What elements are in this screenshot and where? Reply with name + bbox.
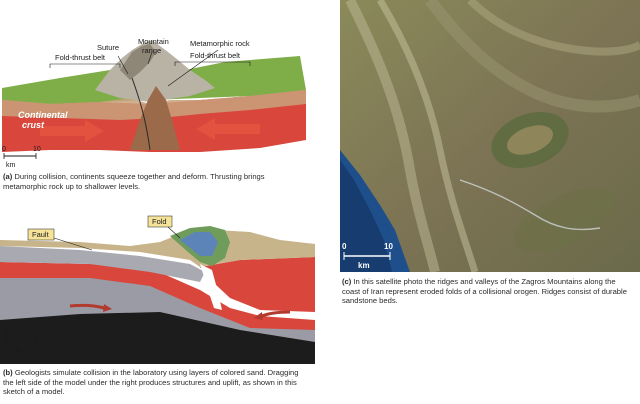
top-sand-cover [0,230,315,267]
fold-label-box [147,215,173,228]
eroded-fold-core [507,125,553,155]
right-flow-arrow [261,310,291,318]
upper-grey-layer [0,246,205,282]
zagros-satellite-image: 0 10 km [340,0,640,274]
fault-label-box [27,228,55,241]
caption-b: (b) Geologists simulate collision in the… [3,368,303,397]
ridge-band-1 [345,0,440,274]
red-layer-right [200,257,315,312]
fold-leader [167,226,181,239]
panel-c-satellite-photo: 0 10 km [340,0,640,274]
caption-a: (a) During collision, continents squeeze… [3,172,303,191]
scale-b-unit: cm [12,347,22,354]
fold-thrust-belt-left-label: Fold-thrust belt [55,53,106,62]
scale-c-unit: km [358,261,370,270]
panel-a-block-diagram: Suture Mountain range Metamorphic rock F… [0,0,315,170]
left-push-arrow [40,120,104,142]
ridge-band-2 [376,0,479,274]
caption-c: (c) In this satellite photo the ridges a… [342,277,632,306]
range-leader [147,51,153,65]
ridge-band-4 [467,0,640,56]
right-push-arrow [196,118,260,140]
continental-crust-line-2: crust [22,120,45,130]
right-flow-arrowhead [254,312,263,320]
caption-b-tag: (b) [3,368,13,377]
panel-b-sand-model: Fault Fold 0 10 cm [0,212,315,364]
collision-block-diagram: Suture Mountain range Metamorphic rock F… [2,37,306,169]
scale-c-ten: 10 [384,242,393,251]
scale-a-zero: 0 [2,146,6,153]
mountain-range-line-2: range [142,46,161,55]
fold-thrust-belt-right-label: Fold-thrust belt [190,51,241,60]
mountain-shadow [120,44,156,80]
southern-fold [514,188,616,252]
fold-zone-blue [180,232,218,256]
sand-model-sketch: Fault Fold 0 10 cm [0,212,315,364]
river [459,179,601,231]
ridge-band-3 [425,0,640,113]
caption-c-tag: (c) [342,277,352,286]
caption-a-text: During collision, continents squeeze tog… [3,172,265,191]
suture-leader [117,55,129,75]
caption-b-text: Geologists simulate collision in the lab… [3,368,299,397]
metamorphic-leader [167,49,219,87]
metamorphic-core [130,86,180,150]
caption-c-text: In this satellite photo the ridges and v… [342,277,627,306]
scale-b-zero: 0 [4,330,8,337]
left-flow-arrowhead [103,304,112,312]
fault-label: Fault [32,230,50,239]
red-layer-left [0,262,315,330]
scale-c-zero: 0 [342,242,347,251]
caption-a-tag: (a) [3,172,13,181]
suture-label: Suture [97,43,119,52]
metamorphic-rock-label: Metamorphic rock [190,39,250,48]
suture-line [131,77,151,151]
mountain-range-shape [95,40,215,102]
sea-deep [340,160,392,272]
mountain-range-line-1: Mountain [138,37,169,46]
right-belt-bracket [174,61,251,66]
fault-leader [53,237,93,251]
scale-b-ten: 10 [31,330,39,337]
fold-label: Fold [152,217,167,226]
scale-a-unit: km [6,162,16,169]
continental-crust-line-1: Continental [18,110,68,120]
lower-grey-layer [0,272,315,342]
left-belt-bracket [49,63,121,68]
continental-crust-label: Continental crust [18,110,70,130]
mountain-range-label: Mountain range [138,37,171,55]
scale-a-ten: 10 [33,146,41,153]
left-flow-arrow [69,303,105,310]
fault-gap [200,264,222,310]
